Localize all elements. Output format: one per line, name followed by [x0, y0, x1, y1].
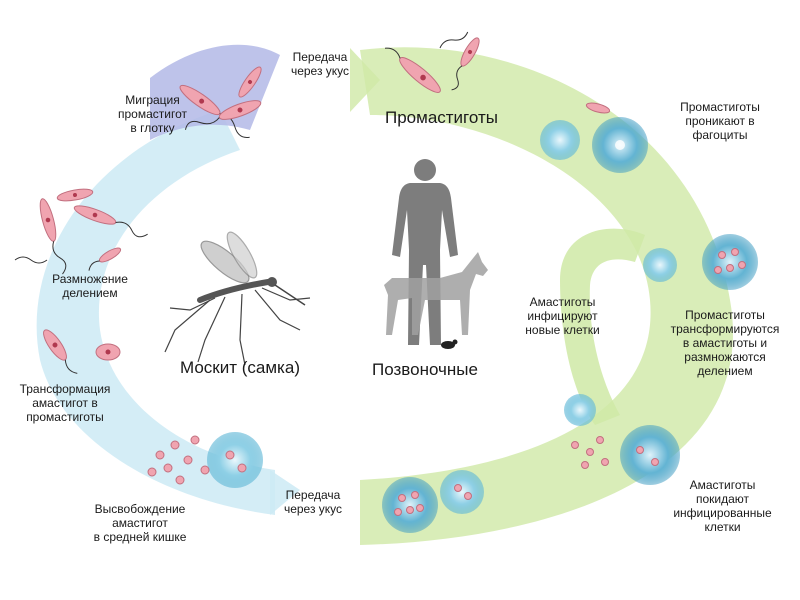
label-mosquito: Москит (самка)	[180, 358, 300, 377]
released-amastigotes	[147, 432, 263, 488]
label-top-bite: Передача через укус	[290, 50, 350, 78]
label-bottom-bite: Передача через укус	[283, 488, 343, 516]
promastigotes-division	[14, 188, 148, 275]
arrow-bottom	[270, 470, 300, 515]
amastigote-to-promastigote	[43, 329, 121, 374]
label-infect-new: Амастиготы инфицируют новые клетки	[525, 295, 600, 337]
phagocyte-cells	[382, 102, 758, 533]
label-migration: Миграция промастигот в глотку	[118, 93, 187, 135]
label-penetrate: Промастиготы проникают в фагоциты	[680, 100, 760, 142]
label-vertebrates: Позвоночные	[372, 360, 478, 379]
mosquito-icon	[164, 231, 311, 366]
label-transform-to-pro: Трансформация амастигот в промастиготы	[19, 382, 111, 424]
label-release: Высвобождение амастигот в средней кишке	[93, 502, 187, 544]
migration-band	[150, 44, 280, 140]
label-division: Размножение делением	[52, 272, 128, 300]
rodent-silhouette-icon	[441, 339, 458, 349]
inner-return-arc	[560, 228, 645, 425]
arrow-top	[350, 48, 380, 112]
human-silhouette-icon	[392, 159, 458, 345]
host-cycle-arc	[360, 47, 734, 546]
promastigotes-top	[179, 31, 480, 138]
label-transform-to-ama: Промастиготы трансформируются в амастиго…	[670, 308, 780, 378]
label-promastigotes: Промастиготы	[385, 108, 498, 127]
dog-silhouette-icon	[384, 252, 488, 335]
label-leave-cells: Амастиготы покидают инфицированные клетк…	[673, 478, 772, 534]
